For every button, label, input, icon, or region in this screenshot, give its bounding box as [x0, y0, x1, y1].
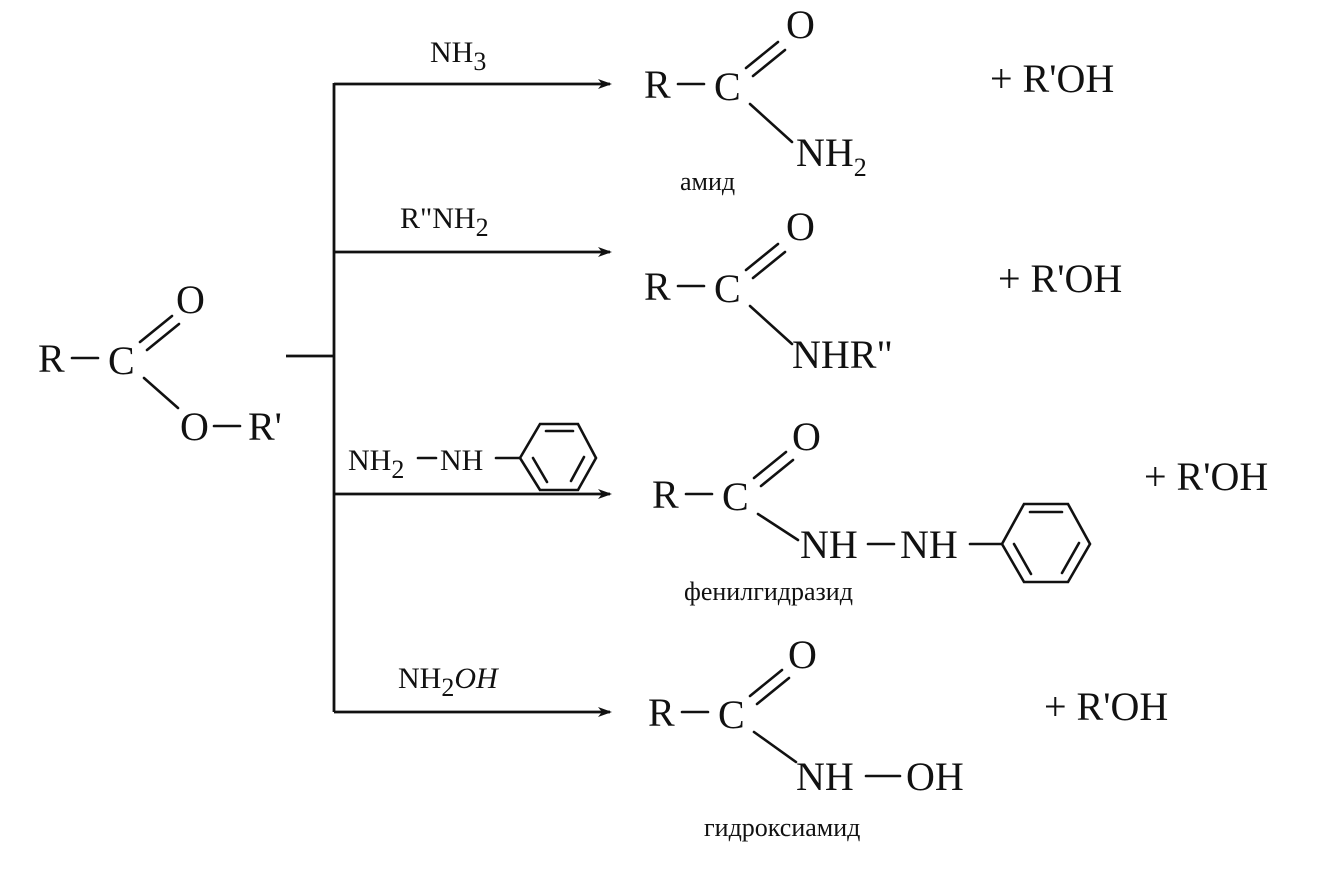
- label-amide: амид: [680, 167, 735, 196]
- reactant-o-double: O: [176, 277, 205, 322]
- benzene-ring-icon: [1000, 502, 1092, 584]
- product-amide-c: C: [714, 64, 741, 109]
- product-hydroxamide-co-bond-b: [755, 676, 791, 706]
- product-phenylhydrazide-n2: NH: [900, 522, 958, 567]
- benzene-ring-icon: [518, 422, 598, 492]
- product-phenylhydrazide-c: C: [722, 474, 749, 519]
- product-hydroxamide-o: O: [788, 632, 817, 677]
- reactant-r-prime: R': [248, 404, 282, 449]
- svg-text:NH2: NH2: [348, 444, 404, 484]
- product-amide-co-bond-a: [744, 40, 780, 70]
- product-phenylhydrazide-n1: NH: [800, 522, 858, 567]
- reagent-phenylhydrazine-b: NH: [440, 444, 483, 477]
- reagent-hydroxylamine-a-sub: 2: [441, 673, 454, 702]
- product-subamide-n: NHR": [792, 332, 893, 377]
- reagent-phenylhydrazine-a: NH: [348, 444, 391, 477]
- reactant-c-o-double-bond-a: [138, 314, 174, 344]
- reagent-amine-main: R"NH: [400, 202, 476, 235]
- product-hydroxamide-c: C: [718, 692, 745, 737]
- reactant-c-o-single-bond: [142, 376, 180, 410]
- product-phenylhydrazide: R C O NH NH + R'OH фенилгидразид: [652, 414, 1268, 606]
- product-phenylhydrazide-r: R: [652, 472, 679, 517]
- product-hydroxamide-oh: OH: [906, 754, 964, 799]
- svg-text:R"NH2: R"NH2: [400, 202, 489, 242]
- product-amide: R C O NH2 + R'OH амид: [644, 2, 1114, 196]
- product-hydroxamide-n: NH: [796, 754, 854, 799]
- product-amide-r: R: [644, 62, 671, 107]
- reagent-ammonia: NH3: [430, 36, 486, 76]
- product-phenylhydrazide-co-bond-b: [759, 458, 795, 488]
- reagent-hydroxylamine: NH2OH: [398, 662, 500, 702]
- byproduct-4: + R'OH: [1044, 684, 1168, 729]
- product-amide-n: NH: [796, 130, 854, 175]
- label-hydroxamide: гидроксиамид: [704, 813, 860, 842]
- label-phenylhydrazide: фенилгидразид: [684, 577, 853, 606]
- byproduct-2: + R'OH: [998, 256, 1122, 301]
- product-amide-co-bond-b: [751, 48, 787, 78]
- reagent-ammonia-main: NH: [430, 36, 473, 69]
- product-amide-c-n-bond: [748, 102, 794, 144]
- reagent-phenylhydrazine: NH2 NH: [348, 422, 598, 492]
- product-subamide-c: C: [714, 266, 741, 311]
- product-amide-n-sub: 2: [854, 153, 867, 182]
- svg-text:NH2OH: NH2OH: [398, 662, 500, 702]
- reagent-hydroxylamine-b: OH: [454, 662, 500, 695]
- reactant-o-single: O: [180, 404, 209, 449]
- product-subamide-c-n-bond: [748, 304, 794, 346]
- reagent-amine: R"NH2: [400, 202, 489, 242]
- product-hydroxamide-r: R: [648, 690, 675, 735]
- product-substituted-amide: R C O NHR" + R'OH: [644, 204, 1122, 377]
- reactant-c: C: [108, 338, 135, 383]
- byproduct-3: + R'OH: [1144, 454, 1268, 499]
- product-amide-o: O: [786, 2, 815, 47]
- reagent-ammonia-sub: 3: [473, 47, 486, 76]
- svg-text:NH3: NH3: [430, 36, 486, 76]
- reactant-c-o-double-bond-b: [145, 322, 181, 352]
- reagent-amine-sub: 2: [476, 213, 489, 242]
- reactant-r: R: [38, 336, 65, 381]
- product-phenylhydrazide-o: O: [792, 414, 821, 459]
- product-subamide-r: R: [644, 264, 671, 309]
- reagent-hydroxylamine-a: NH: [398, 662, 441, 695]
- reagent-phenylhydrazine-a-sub: 2: [391, 455, 404, 484]
- product-hydroxamide: R C O NH OH + R'OH гидроксиамид: [648, 632, 1168, 842]
- byproduct-1: + R'OH: [990, 56, 1114, 101]
- product-subamide-co-bond-a: [744, 242, 780, 272]
- product-phenylhydrazide-c-n-bond: [756, 512, 800, 542]
- reactant-ester: R C O O R': [38, 277, 282, 449]
- product-hydroxamide-c-n-bond: [752, 730, 798, 764]
- branch-lines: [286, 79, 612, 717]
- product-hydroxamide-co-bond-a: [748, 668, 784, 698]
- svg-text:NH2: NH2: [796, 130, 867, 182]
- product-phenylhydrazide-co-bond-a: [752, 450, 788, 480]
- product-subamide-o: O: [786, 204, 815, 249]
- product-subamide-co-bond-b: [751, 250, 787, 280]
